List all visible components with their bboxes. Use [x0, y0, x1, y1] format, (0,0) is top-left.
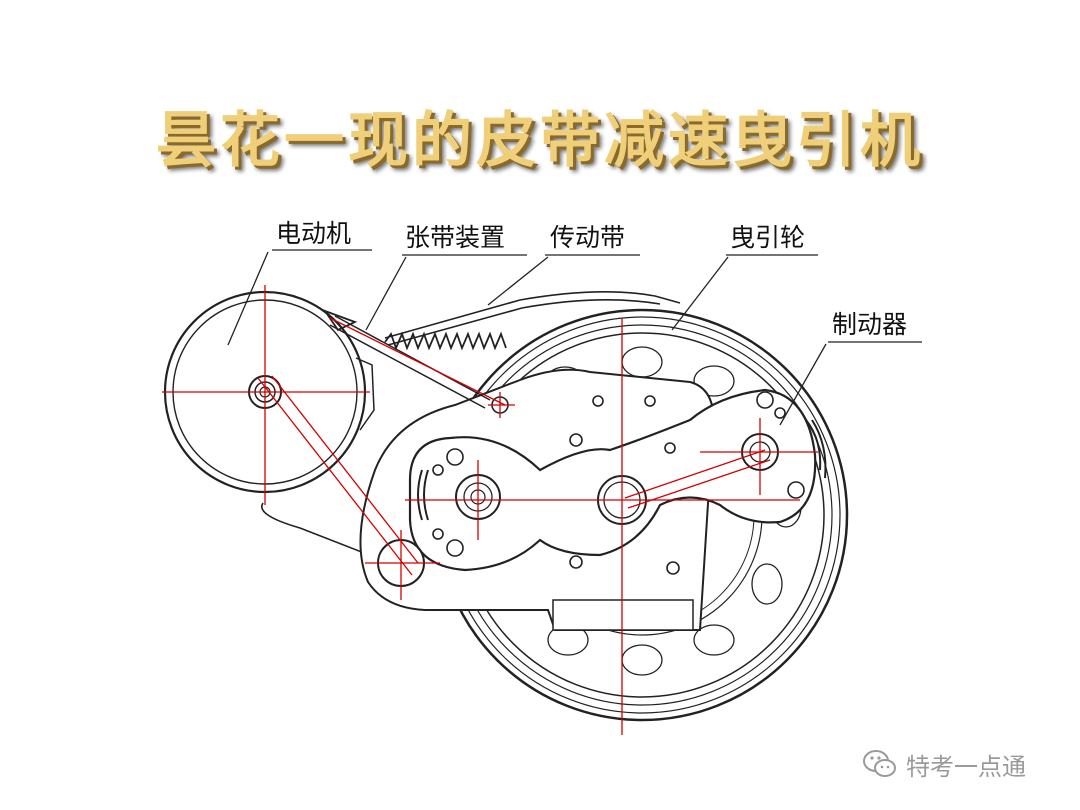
label-brake: 制动器: [832, 310, 907, 339]
label-traction-sheave: 曳引轮: [730, 223, 805, 252]
leader-lines: [227, 249, 922, 426]
belt-tensioner: [322, 309, 507, 409]
slide-title: 昙花一现的皮带减速曳引机: [156, 106, 924, 176]
centerlines: [162, 285, 818, 735]
label-motor: 电动机: [276, 219, 351, 248]
watermark: 特考一点通: [862, 746, 1026, 782]
brake: [417, 419, 827, 521]
label-tensioner: 张带装置: [405, 223, 505, 252]
label-belt: 传动带: [550, 223, 625, 252]
watermark-text: 特考一点通: [906, 752, 1026, 781]
drive-belt: [261, 291, 681, 566]
wechat-icon: [863, 750, 896, 777]
